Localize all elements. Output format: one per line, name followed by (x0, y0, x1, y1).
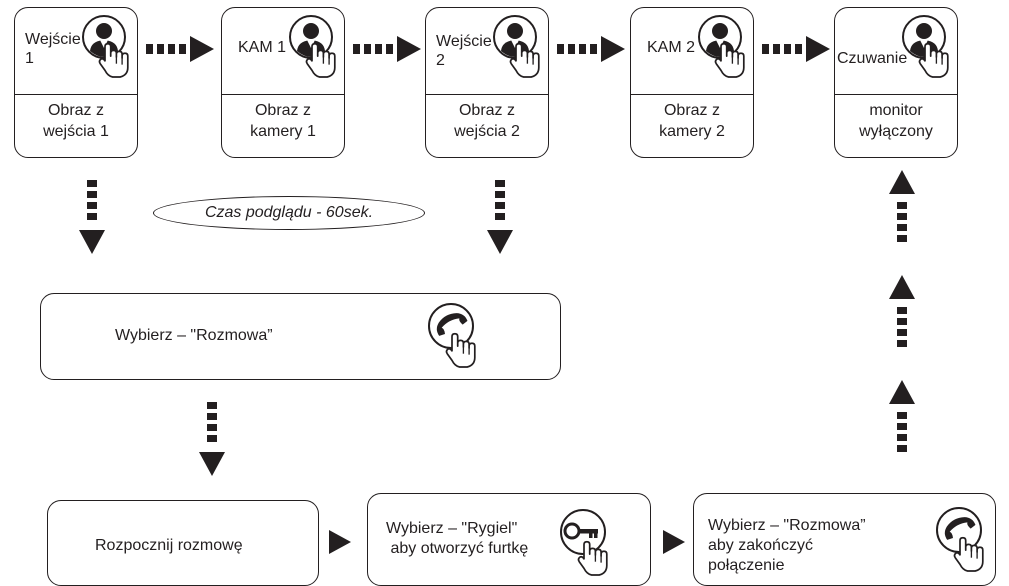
screen-top-label: Wejście 2 (436, 33, 492, 69)
dashed-arrow-up-icon (889, 170, 915, 242)
screen-card-cam2: KAM 2 Obraz z kamery 2 (630, 7, 754, 158)
screen-top-label: KAM 1 (238, 39, 287, 56)
end-talk-box: Wybierz – "Rozmowa” aby zakończyć połącz… (693, 493, 996, 586)
screen-card-top (15, 8, 137, 95)
handset-touch-icon[interactable] (934, 506, 988, 572)
select-bolt-label: Wybierz – "Rygiel" aby otworzyć furtkę (386, 520, 529, 557)
screen-top-label: Wejście 1 (25, 31, 81, 67)
dashed-arrow-right-icon (146, 36, 214, 62)
arrow-right-icon (663, 530, 685, 554)
key-touch-icon[interactable] (556, 508, 612, 576)
dashed-arrow-down-icon (487, 180, 513, 254)
user-touch-icon[interactable] (697, 14, 747, 80)
user-touch-icon[interactable] (288, 14, 338, 80)
user-touch-icon[interactable] (81, 14, 131, 80)
screen-bottom-label: Obraz z kamery 2 (659, 102, 725, 140)
screen-card-top (631, 8, 753, 95)
preview-time-oval: Czas podglądu - 60sek. (153, 196, 425, 230)
screen-card-standby: Czuwanie monitor wyłączony (834, 7, 958, 158)
dashed-arrow-up-icon (889, 275, 915, 347)
screen-card-top (835, 8, 957, 95)
screen-card-top (426, 8, 548, 95)
screen-bottom-label: Obraz z wejścia 1 (43, 102, 109, 140)
user-touch-icon[interactable] (492, 14, 542, 80)
arrow-right-icon (329, 530, 351, 554)
dashed-arrow-right-icon (762, 36, 830, 62)
screen-top-label: KAM 2 (647, 39, 696, 56)
dashed-arrow-down-icon (199, 402, 225, 476)
screen-card-top (222, 8, 344, 95)
screen-top-label: Czuwanie (837, 50, 908, 67)
screen-bottom-label: Obraz z wejścia 2 (454, 102, 520, 140)
preview-time-label: Czas podglądu - 60sek. (204, 204, 374, 221)
end-talk-label: Wybierz – "Rozmowa” aby zakończyć połącz… (708, 517, 866, 574)
start-talk-label: Rozpocznij rozmowę (95, 537, 243, 554)
select-talk-box: Wybierz – "Rozmowa” (40, 293, 561, 380)
dashed-arrow-down-icon (79, 180, 105, 254)
dashed-arrow-up-icon (889, 380, 915, 452)
start-talk-box: Rozpocznij rozmowę (47, 500, 319, 586)
screen-card-cam1: KAM 1 Obraz z kamery 1 (221, 7, 345, 158)
select-bolt-box: Wybierz – "Rygiel" aby otworzyć furtkę (367, 493, 651, 586)
dashed-arrow-right-icon (557, 36, 625, 62)
screen-card-input1: Wejście 1 Obraz z wejścia 1 (14, 7, 138, 158)
handset-touch-icon[interactable] (426, 302, 480, 368)
dashed-arrow-right-icon (353, 36, 421, 62)
screen-bottom-label: monitor wyłączony (859, 102, 933, 140)
select-talk-label: Wybierz – "Rozmowa” (115, 327, 273, 344)
user-touch-icon[interactable] (901, 14, 951, 80)
screen-bottom-label: Obraz z kamery 1 (250, 102, 316, 140)
screen-card-input2: Wejście 2 Obraz z wejścia 2 (425, 7, 549, 158)
